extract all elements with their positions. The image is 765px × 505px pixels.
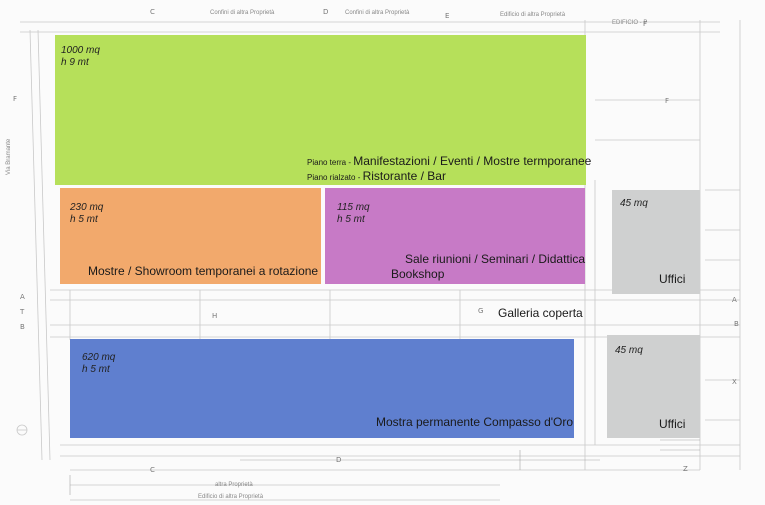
grid-letter-c: C bbox=[150, 8, 155, 16]
zone-events-restaurant: 1000 mq h 9 mt Piano terra - Manifestazi… bbox=[55, 35, 591, 185]
grid-letter-g: G bbox=[478, 307, 484, 315]
grid-letter-z: Z bbox=[683, 465, 688, 473]
grid-letter-b-right: B bbox=[734, 320, 739, 328]
label-prefix: Piano rialzato - bbox=[307, 173, 363, 182]
corridor-label: Galleria coperta bbox=[498, 306, 583, 320]
area-value: 620 mq bbox=[82, 352, 116, 363]
plan-text-top-mid: Confini di altra Proprietà bbox=[345, 10, 410, 16]
zone-label-raised-floor: Piano rialzato - Ristorante / Bar bbox=[307, 167, 446, 185]
zone-permanent-exhibition: 620 mq h 5 mt Mostra permanente Compasso… bbox=[70, 339, 574, 438]
zone-label-line2: Bookshop bbox=[391, 267, 445, 281]
label-main: Manifestazioni / Eventi / Mostre termpor… bbox=[353, 154, 592, 168]
zone-label: Mostre / Showroom temporanei a rotazione bbox=[88, 264, 319, 278]
plan-text-top-left: Confini di altra Proprietà bbox=[210, 10, 275, 16]
zone-label: Uffici bbox=[659, 272, 686, 286]
height-value: h 5 mt bbox=[82, 364, 110, 375]
zone-area: 620 mq h 5 mt bbox=[82, 352, 115, 376]
zone-showroom: 230 mq h 5 mt Mostre / Showroom temporan… bbox=[60, 188, 321, 284]
zone-area: 45 mq bbox=[615, 345, 643, 356]
grid-letter-x-right: X bbox=[732, 378, 737, 386]
plan-text-bottom-left: altra Proprietà bbox=[215, 482, 253, 488]
grid-letter-c-bottom: C bbox=[150, 466, 155, 474]
plan-text-left-side: Via Bramante bbox=[6, 138, 12, 175]
zone-meeting-bookshop: 115 mq h 5 mt Sale riunioni / Seminari /… bbox=[325, 188, 585, 284]
plan-text-bottom-mid: Edificio di altra Proprietà bbox=[198, 494, 264, 500]
zone-area: 230 mq h 5 mt bbox=[70, 202, 103, 226]
grid-letter-b-left: B bbox=[20, 323, 25, 331]
area-value: 1000 mq bbox=[61, 45, 100, 56]
zone-office-top: 45 mq Uffici bbox=[612, 190, 700, 294]
grid-letter-t-left: T bbox=[20, 308, 25, 316]
zone-label-line1: Sale riunioni / Seminari / Didattica bbox=[405, 252, 586, 266]
grid-letter-h: H bbox=[212, 312, 218, 320]
grid-letter-e: E bbox=[445, 12, 450, 20]
grid-letter-d: D bbox=[323, 8, 329, 16]
grid-letter-a-left: A bbox=[20, 293, 25, 301]
zone-area: 45 mq bbox=[620, 198, 648, 209]
plan-text-top-far-right: EDIFICIO - P bbox=[612, 20, 648, 26]
grid-letter-f-left: F bbox=[13, 95, 18, 103]
zone-label: Mostra permanente Compasso d'Oro bbox=[376, 415, 574, 429]
zone-office-bottom: 45 mq Uffici bbox=[607, 335, 700, 438]
height-value: h 5 mt bbox=[337, 214, 365, 225]
grid-letter-a-right: A bbox=[732, 296, 737, 304]
label-prefix: Piano terra - bbox=[307, 158, 354, 167]
zone-label: Uffici bbox=[659, 417, 686, 431]
grid-letter-f-right: F bbox=[665, 97, 670, 105]
height-value: h 9 mt bbox=[61, 57, 89, 68]
label-main: Ristorante / Bar bbox=[362, 169, 446, 183]
zone-area: 1000 mq h 9 mt bbox=[61, 45, 100, 69]
zone-label-ground-floor: Piano terra - Manifestazioni / Eventi / … bbox=[307, 152, 591, 170]
height-value: h 5 mt bbox=[70, 214, 98, 225]
zone-area: 115 mq h 5 mt bbox=[337, 202, 370, 226]
area-value: 115 mq bbox=[337, 202, 370, 213]
grid-letter-f-top: F bbox=[643, 20, 648, 28]
grid-letter-d-bottom: D bbox=[336, 456, 342, 464]
area-value: 230 mq bbox=[70, 202, 104, 213]
plan-text-top-right: Edificio di altra Proprietà bbox=[500, 12, 566, 18]
